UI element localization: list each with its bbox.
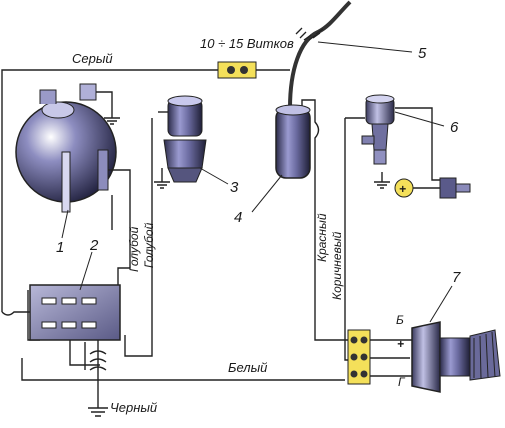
- key-switch-icon: [439, 177, 457, 199]
- number-2: 2: [89, 237, 99, 254]
- black-label: Черный: [110, 400, 157, 415]
- terminal-g-label: Г: [398, 375, 406, 389]
- blue-wire-1: [124, 118, 153, 357]
- ground-icon-6: [374, 172, 390, 189]
- grey-connector: [217, 61, 257, 79]
- brown-wire: [344, 118, 348, 361]
- grey-label: Серый: [72, 51, 113, 66]
- terminal-b-label: Б: [396, 313, 404, 327]
- component-3-sensor: [163, 95, 207, 183]
- block-wire-1: [69, 340, 100, 366]
- number-4: 4: [234, 209, 242, 226]
- hv-lead: [288, 0, 352, 109]
- grey-wire: [1, 69, 218, 312]
- blue-label-1: Голубой: [127, 226, 141, 272]
- grey-wire-bottom: [1, 311, 30, 316]
- number-5: 5: [418, 45, 427, 62]
- ground-icon-3: [154, 168, 170, 189]
- coil-wire-b: [117, 180, 131, 300]
- number-7: 7: [452, 269, 461, 286]
- component-7-switch: [411, 321, 501, 393]
- brown-label: Коричневый: [330, 231, 344, 300]
- ground-icon-coil: [104, 115, 120, 125]
- white-wire: [21, 358, 345, 381]
- component-6-valve: [361, 94, 395, 165]
- number-6: 6: [450, 119, 459, 136]
- coil-turns: [295, 27, 324, 41]
- switch-connector: [347, 329, 371, 385]
- ground-icon-black: [88, 400, 108, 417]
- terminal-plus-label: +: [397, 337, 404, 351]
- number-1: 1: [56, 239, 64, 256]
- wire-crossovers: [89, 350, 107, 371]
- red-wire: [301, 99, 348, 341]
- ground-symbols: [88, 115, 390, 417]
- number-3: 3: [230, 179, 239, 196]
- component-4-ignition-coil: [275, 104, 311, 179]
- component-2-block: [29, 284, 121, 341]
- red-label: Красный: [315, 213, 329, 262]
- connectors: [217, 61, 371, 385]
- battery-and-key: +: [394, 177, 471, 199]
- white-label: Белый: [228, 360, 267, 375]
- battery-icon: [394, 178, 414, 198]
- leader-lines: [61, 41, 453, 323]
- battery-sign: +: [399, 182, 406, 196]
- valve-wire: [395, 107, 440, 181]
- wires: [1, 0, 440, 400]
- blue-label-2: Голубой: [142, 222, 156, 268]
- component-1-coil: [15, 83, 131, 213]
- turns-label: 10 ÷ 15 Витков: [200, 36, 294, 51]
